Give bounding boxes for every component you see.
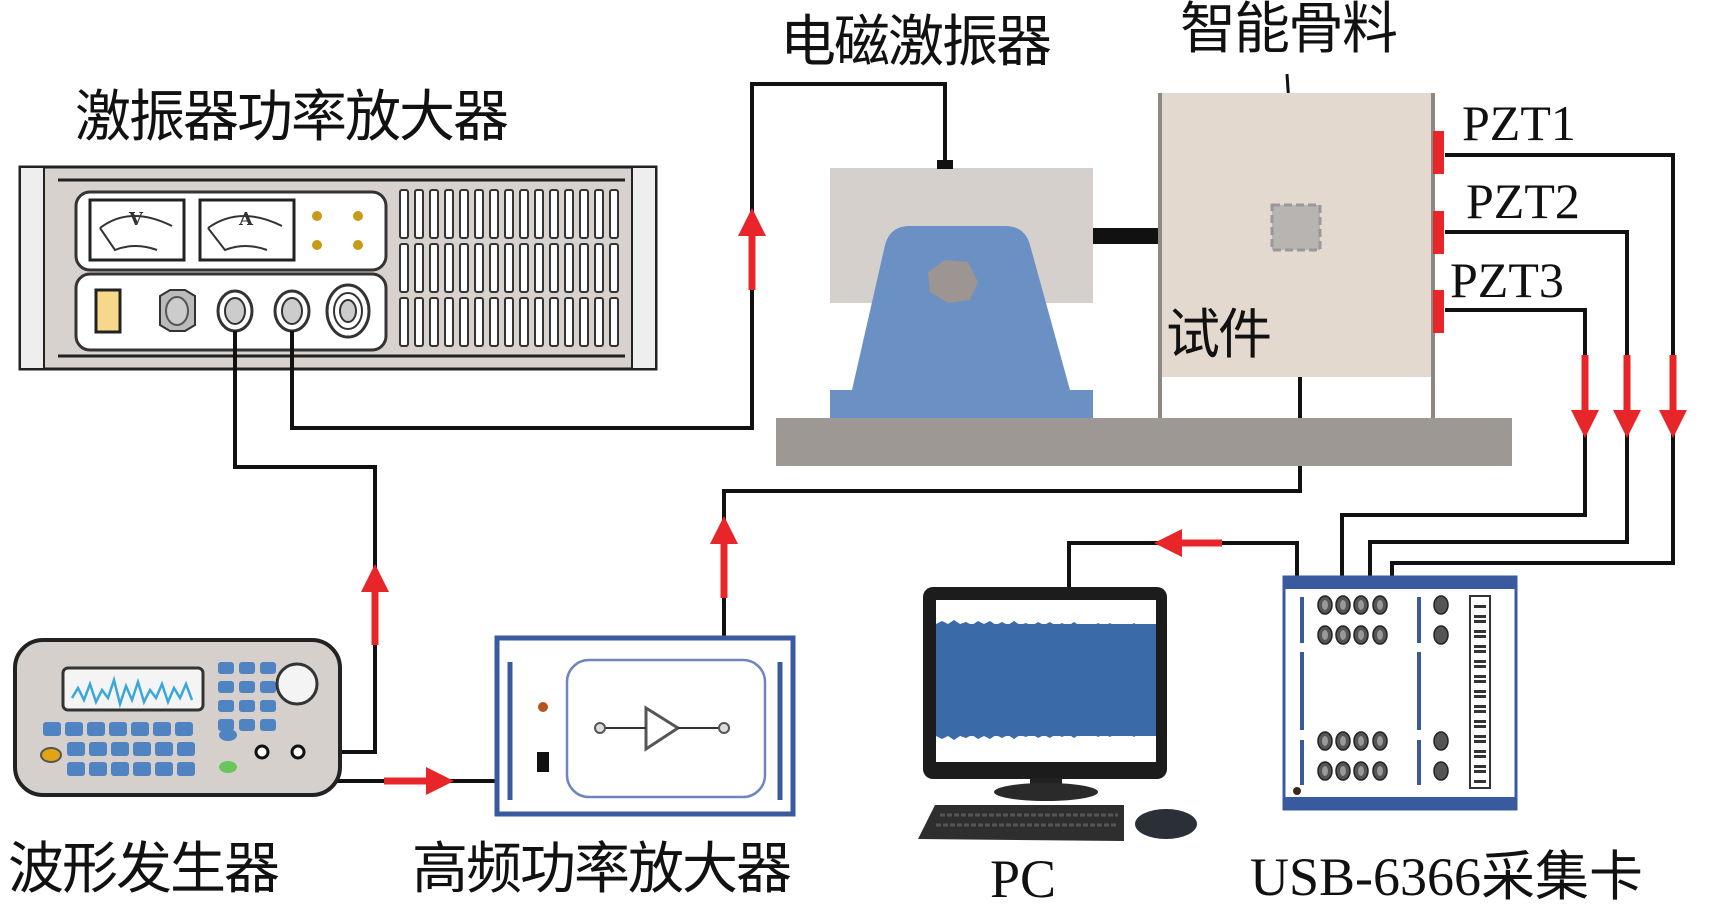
label-shaker: 电磁激振器: [780, 10, 1052, 75]
specimen: [1158, 93, 1435, 418]
power-switch: [94, 288, 122, 334]
waveform-generator: [13, 638, 342, 797]
generator-keypad: [43, 662, 276, 776]
cable-pzt3: [1340, 308, 1587, 578]
label-daq-card: USB-6366采集卡: [1250, 847, 1644, 907]
label-hf-amplifier: 高频功率放大器: [412, 837, 792, 902]
generator-knob: [275, 662, 319, 706]
monitor-screen-signal: [936, 624, 1156, 736]
signal-arrows: [361, 208, 1687, 795]
exciter-power-amplifier: [18, 165, 658, 371]
vent-grille: [399, 189, 619, 347]
cable-pzt1: [1390, 153, 1675, 578]
voltmeter: [88, 198, 186, 262]
keyboard: [918, 805, 1124, 841]
smart-aggregate: [1270, 203, 1322, 252]
cable-daq-to-pc: [1067, 541, 1299, 588]
usb-6366-daq: [1282, 575, 1518, 811]
ammeter: [198, 198, 296, 262]
monitor-stand: [994, 783, 1098, 801]
label-pzt3: PZT3: [1450, 252, 1564, 308]
label-exciter-amplifier: 激振器功率放大器: [75, 85, 509, 150]
voltmeter-label: V: [129, 209, 143, 230]
generator-display: [61, 666, 205, 712]
hf-power-amplifier: [494, 635, 796, 817]
cable-pzt2: [1368, 230, 1629, 578]
mouse: [1135, 809, 1197, 839]
ammeter-label: A: [239, 209, 253, 230]
pzt1-patch: [1433, 131, 1444, 174]
shaker-rod: [1093, 228, 1160, 244]
label-specimen: 试件: [1166, 303, 1272, 366]
daq-connectors: [1317, 595, 1449, 781]
label-pzt1: PZT1: [1462, 95, 1576, 151]
cable-generator-to-amp: [233, 331, 377, 754]
electromagnetic-shaker: [830, 160, 1160, 418]
label-pzt2: PZT2: [1466, 173, 1580, 229]
pzt2-patch: [1433, 211, 1444, 254]
label-smart-aggregate: 智能骨料: [1180, 0, 1398, 62]
pc: [918, 587, 1197, 841]
pzt3-patch: [1433, 290, 1444, 333]
label-waveform-generator: 波形发生器: [8, 837, 280, 902]
pzt-patches: [1433, 131, 1444, 333]
label-pc: PC: [990, 849, 1057, 909]
base-plate: [776, 418, 1512, 466]
